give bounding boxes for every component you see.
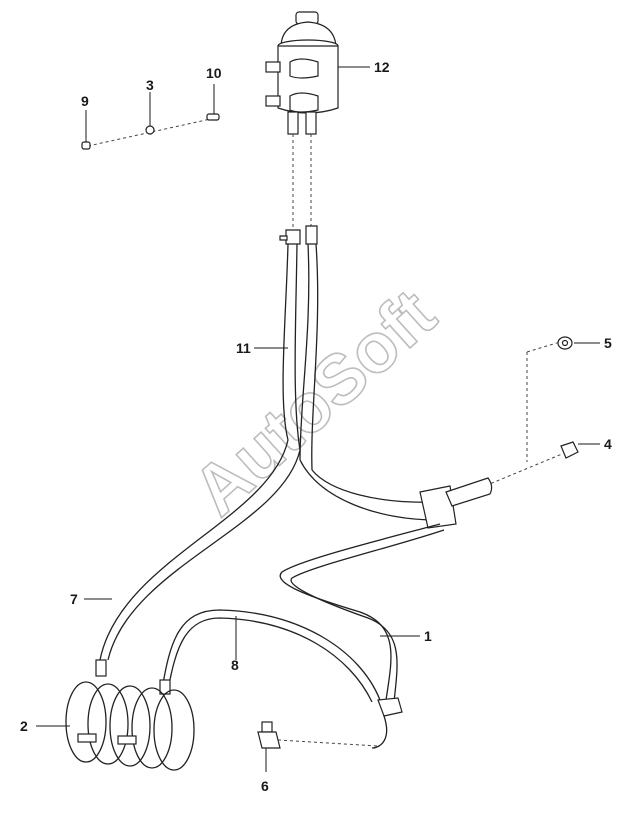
hose-part-7 (99, 439, 301, 661)
dashed-connector-lines (87, 117, 563, 747)
connector-part-5 (557, 336, 573, 350)
screw-part-9 (81, 141, 91, 150)
callout-12: 12 (374, 59, 390, 75)
main-hose-to-block (299, 459, 493, 529)
hose-part-11 (282, 243, 319, 471)
callout-2: 2 (20, 718, 28, 734)
upper-tubes (279, 225, 318, 245)
callout-1: 1 (424, 628, 432, 644)
coil-part-2 (65, 659, 195, 771)
callout-4: 4 (604, 436, 612, 452)
clamp-part-4 (560, 441, 579, 459)
callout-9: 9 (81, 93, 89, 109)
callout-5: 5 (604, 335, 612, 351)
callout-3: 3 (146, 77, 154, 93)
hose-part-8 (161, 609, 388, 749)
canister-part-12 (265, 11, 339, 135)
washer-part-3 (145, 125, 155, 135)
hose-part-1 (279, 523, 445, 717)
callout-11: 11 (236, 340, 251, 356)
leader-lines (36, 66, 600, 772)
callout-6: 6 (261, 778, 269, 794)
fitting-part-6 (257, 721, 281, 749)
callout-8: 8 (231, 657, 239, 673)
bolt-part-10 (206, 113, 220, 121)
callout-7: 7 (70, 591, 78, 607)
callout-10: 10 (206, 65, 222, 81)
